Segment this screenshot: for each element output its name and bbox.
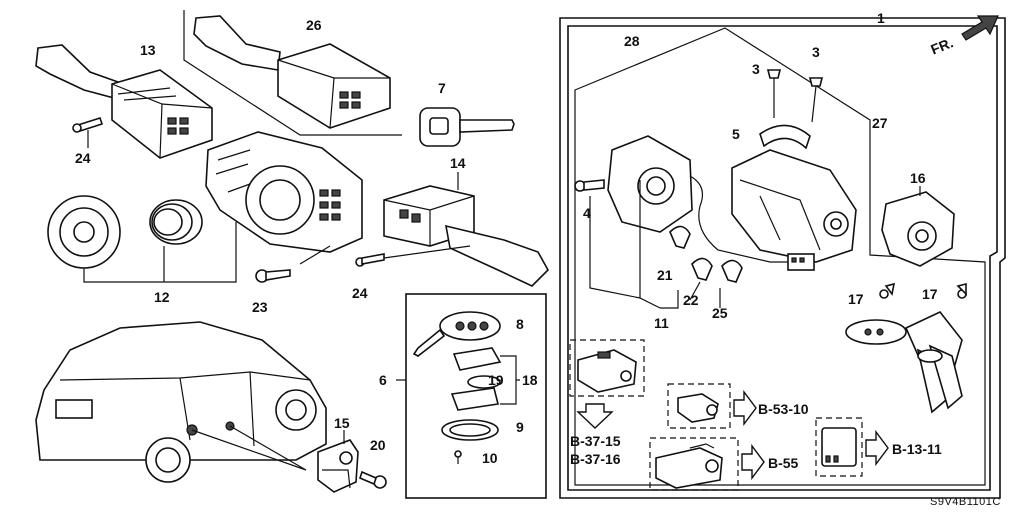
ref-b-37-15: B-37-15	[570, 433, 621, 449]
callout-27: 27	[872, 115, 888, 131]
clip-25	[721, 259, 743, 283]
dash-box-b37	[569, 339, 645, 397]
key-shell-9	[441, 419, 499, 441]
leader-12	[83, 222, 237, 283]
ref-b-53-10: B-53-10	[758, 401, 809, 417]
callout-13: 13	[140, 42, 156, 58]
cable-reel-12	[47, 195, 121, 269]
callout-9: 9	[516, 419, 524, 435]
assembly-frame-inner	[567, 25, 998, 491]
ref-b-55: B-55	[768, 455, 799, 471]
callout-24a: 24	[75, 150, 91, 166]
module-b1311	[821, 427, 857, 467]
wiper-switch-14	[383, 185, 549, 287]
key-cylinder-housing	[607, 135, 693, 233]
front-direction-arrow	[961, 15, 999, 41]
screw-24b	[355, 245, 471, 267]
callout-12: 12	[154, 289, 170, 305]
screws-17	[879, 282, 967, 299]
callout-21: 21	[657, 267, 673, 283]
dash-box-b1311	[815, 417, 863, 477]
callout-17a: 17	[848, 291, 864, 307]
arrow-right-b5310	[733, 389, 757, 427]
callout-24b: 24	[352, 285, 368, 301]
screw-23	[255, 269, 291, 283]
callout-1: 1	[877, 10, 885, 26]
vehicle-silhouette	[35, 321, 327, 483]
steering-lock	[731, 149, 857, 263]
callout-11: 11	[654, 315, 669, 331]
combination-switch-13	[35, 44, 213, 159]
spring-12	[149, 199, 203, 245]
bolt-4	[574, 179, 605, 192]
key-bundle	[845, 311, 963, 414]
ref-b-13-11: B-13-11	[892, 441, 942, 457]
callout-23: 23	[252, 299, 268, 315]
callout-14: 14	[450, 155, 466, 171]
callout-19: 19	[488, 372, 504, 388]
front-direction-label: FR.	[928, 34, 955, 57]
callout-22: 22	[683, 292, 699, 308]
callout-16: 16	[910, 170, 926, 186]
key-cylinder-cover-16	[881, 191, 955, 267]
switch-b55	[655, 443, 723, 489]
combination-switch-26	[193, 15, 391, 129]
key-8	[412, 311, 501, 357]
callout-15: 15	[334, 415, 350, 431]
callout-6: 6	[379, 372, 387, 388]
door-cylinder-15	[317, 439, 359, 493]
switch-b5310	[677, 393, 719, 423]
callout-3b: 3	[812, 44, 820, 60]
bracket-5	[759, 124, 811, 150]
diagram-code: S9V4B1101C	[930, 496, 1001, 508]
leader-vehicle-cylinder	[191, 425, 307, 471]
callout-5: 5	[732, 126, 740, 142]
callout-25: 25	[712, 305, 728, 321]
clip-22	[691, 257, 713, 281]
arrow-right-b55	[741, 443, 765, 481]
assembly-frame-outer	[559, 17, 1006, 499]
wire-harness	[689, 175, 815, 271]
callout-3a: 3	[752, 61, 760, 77]
clip-21	[669, 225, 691, 249]
arrow-right-b1311	[865, 429, 889, 467]
callout-17b: 17	[922, 286, 938, 302]
bolts-3	[766, 69, 824, 123]
callout-10: 10	[482, 450, 498, 466]
screw-24a	[72, 116, 104, 133]
leader-19-18	[500, 355, 520, 405]
arrow-down-b37	[576, 403, 614, 429]
callout-18: 18	[522, 372, 538, 388]
callout-26: 26	[306, 17, 322, 33]
ref-b-37-16: B-37-16	[570, 451, 621, 467]
blank-key-7	[419, 107, 515, 147]
callout-28: 28	[624, 33, 640, 49]
leader-11	[589, 180, 679, 309]
leader-26-frame	[183, 10, 402, 136]
cable-reel-assembly	[205, 131, 363, 253]
callout-4: 4	[583, 205, 591, 221]
keyset-box-6	[405, 293, 547, 499]
callout-20: 20	[370, 437, 386, 453]
switch-b37	[577, 349, 637, 393]
dash-box-b5310	[667, 383, 731, 429]
screw-10	[454, 450, 462, 464]
callout-8: 8	[516, 316, 524, 332]
bolt-20	[359, 470, 387, 489]
callout-7: 7	[438, 80, 446, 96]
dash-box-b55	[649, 437, 739, 491]
transmitter-case-19	[450, 347, 502, 411]
leader-22	[689, 281, 701, 301]
